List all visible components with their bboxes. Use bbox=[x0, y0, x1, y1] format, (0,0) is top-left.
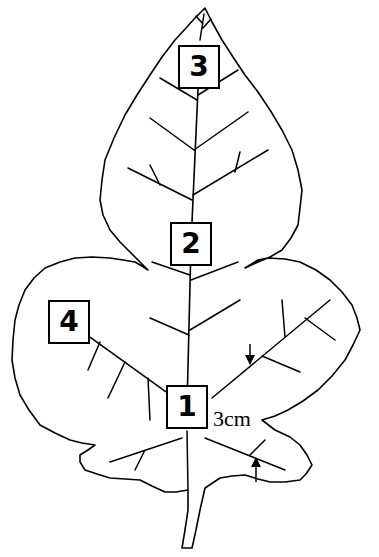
callout-box: 2 bbox=[170, 222, 212, 266]
callout-number: 3 bbox=[189, 53, 208, 81]
vein-connector bbox=[188, 266, 191, 385]
callout-box: 4 bbox=[48, 300, 90, 344]
callout-box: 3 bbox=[178, 45, 220, 89]
callout-number: 2 bbox=[181, 230, 200, 258]
vein-connector bbox=[192, 89, 198, 222]
dimension-label: 3cm bbox=[212, 408, 252, 430]
callout-number: 1 bbox=[177, 393, 196, 421]
callout-number: 4 bbox=[59, 308, 78, 336]
vein-connector bbox=[90, 337, 166, 392]
callout-box: 1 bbox=[166, 385, 208, 429]
leaf-veins bbox=[88, 14, 335, 490]
leaf-outline bbox=[12, 8, 360, 548]
